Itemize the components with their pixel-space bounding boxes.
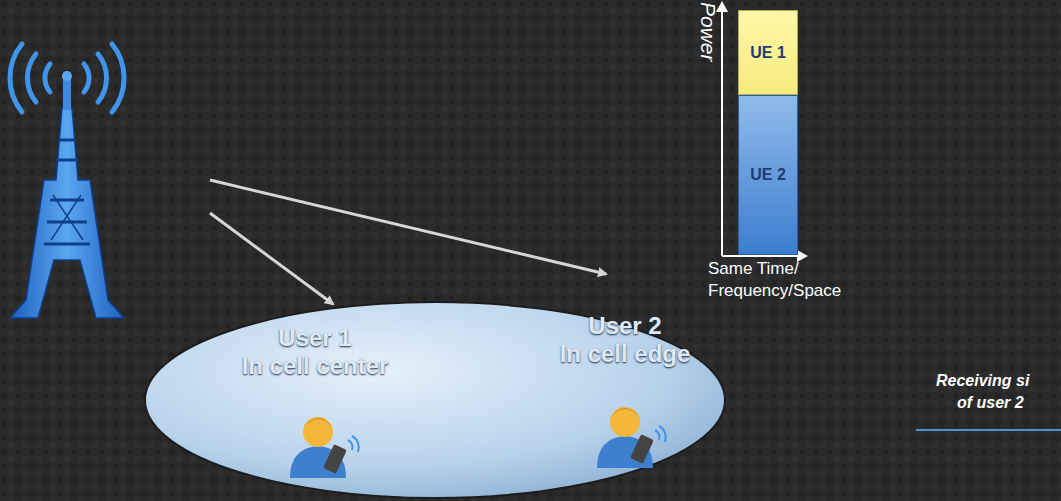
underline <box>916 429 1061 431</box>
user-label: User 1In cell center <box>205 320 425 384</box>
power-bar-ue1: UE 1 <box>738 10 798 95</box>
note-text: Receiving si <box>936 372 1029 390</box>
power-bar-ue2: UE 2 <box>738 95 798 255</box>
user-label: User 2In cell edge <box>515 308 735 372</box>
node-heading: User 2 <box>588 312 661 340</box>
node-heading: UE 2 <box>750 166 786 184</box>
signal-arrow <box>210 180 606 274</box>
node-heading: UE 1 <box>750 44 786 62</box>
user-icon <box>597 407 666 468</box>
user-icon <box>290 417 359 478</box>
axis-label: Same Time/ Frequency/Space <box>708 258 848 302</box>
note-text: of user 2 <box>957 394 1024 412</box>
chart-axes <box>716 1 808 262</box>
node-heading: User 1 <box>278 324 351 352</box>
cell-area <box>145 302 725 498</box>
base-station-tower <box>10 44 124 318</box>
node-body: In cell edge <box>560 340 691 368</box>
axis-label: Power <box>696 2 720 62</box>
signal-arrow <box>210 213 333 304</box>
node-body: In cell center <box>242 352 389 380</box>
